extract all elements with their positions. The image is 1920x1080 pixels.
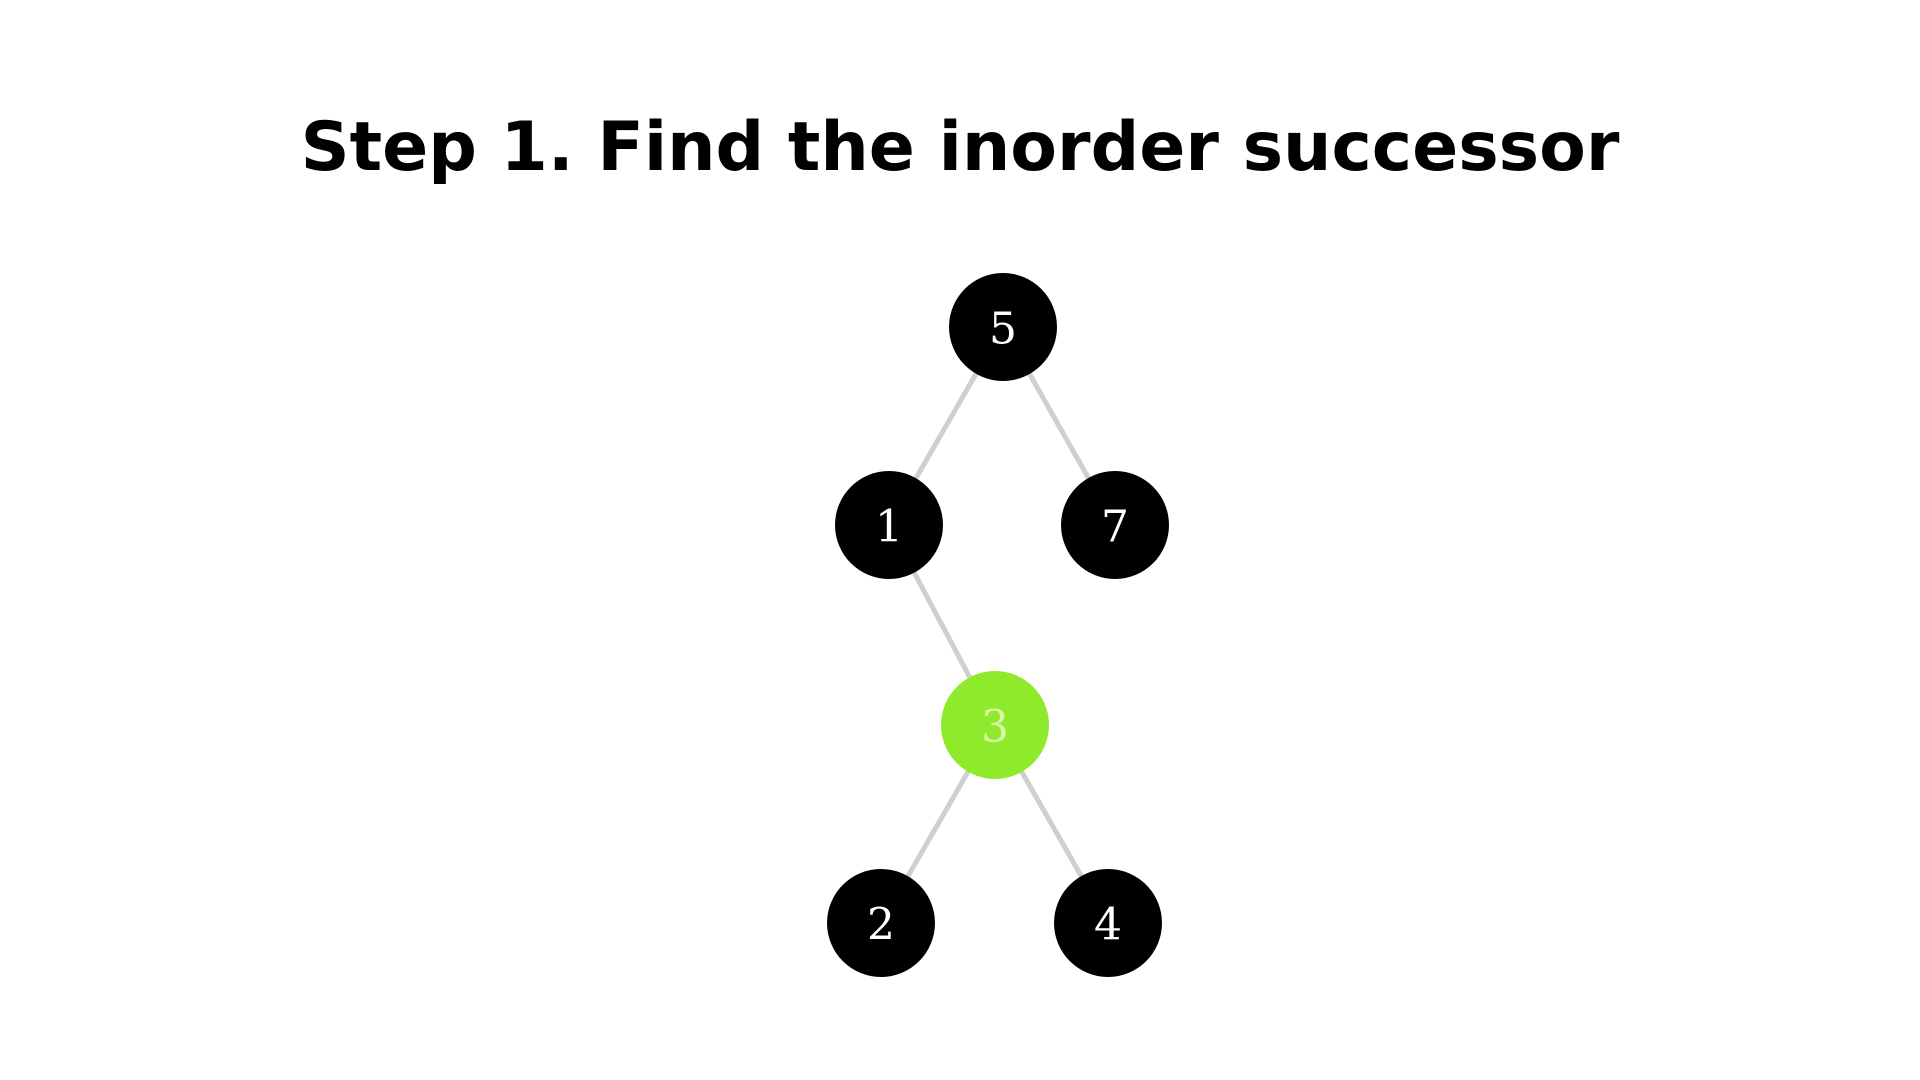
node-label: 5	[989, 304, 1017, 355]
slide-title: Step 1. Find the inorder successor	[300, 108, 1620, 187]
tree-node-5: 5	[949, 273, 1057, 381]
tree-edges	[878, 324, 1118, 926]
tree-node-7: 7	[1061, 471, 1169, 579]
node-circle	[949, 273, 1057, 381]
node-label: 2	[867, 900, 895, 951]
tree-node-2: 2	[827, 869, 935, 977]
node-circle	[827, 869, 935, 977]
tree-node-3: 3	[941, 671, 1049, 779]
node-label: 1	[875, 502, 903, 553]
node-circle	[1054, 869, 1162, 977]
node-circle	[1061, 471, 1169, 579]
tree-node-1: 1	[835, 471, 943, 579]
node-label: 3	[981, 702, 1009, 753]
node-label: 4	[1094, 900, 1122, 951]
highlighted-node-circle	[941, 671, 1049, 779]
tree-node-4: 4	[1054, 869, 1162, 977]
node-label: 7	[1101, 502, 1129, 553]
node-circle	[835, 471, 943, 579]
tree-nodes: 5 1 7 3 2 4	[827, 273, 1169, 977]
